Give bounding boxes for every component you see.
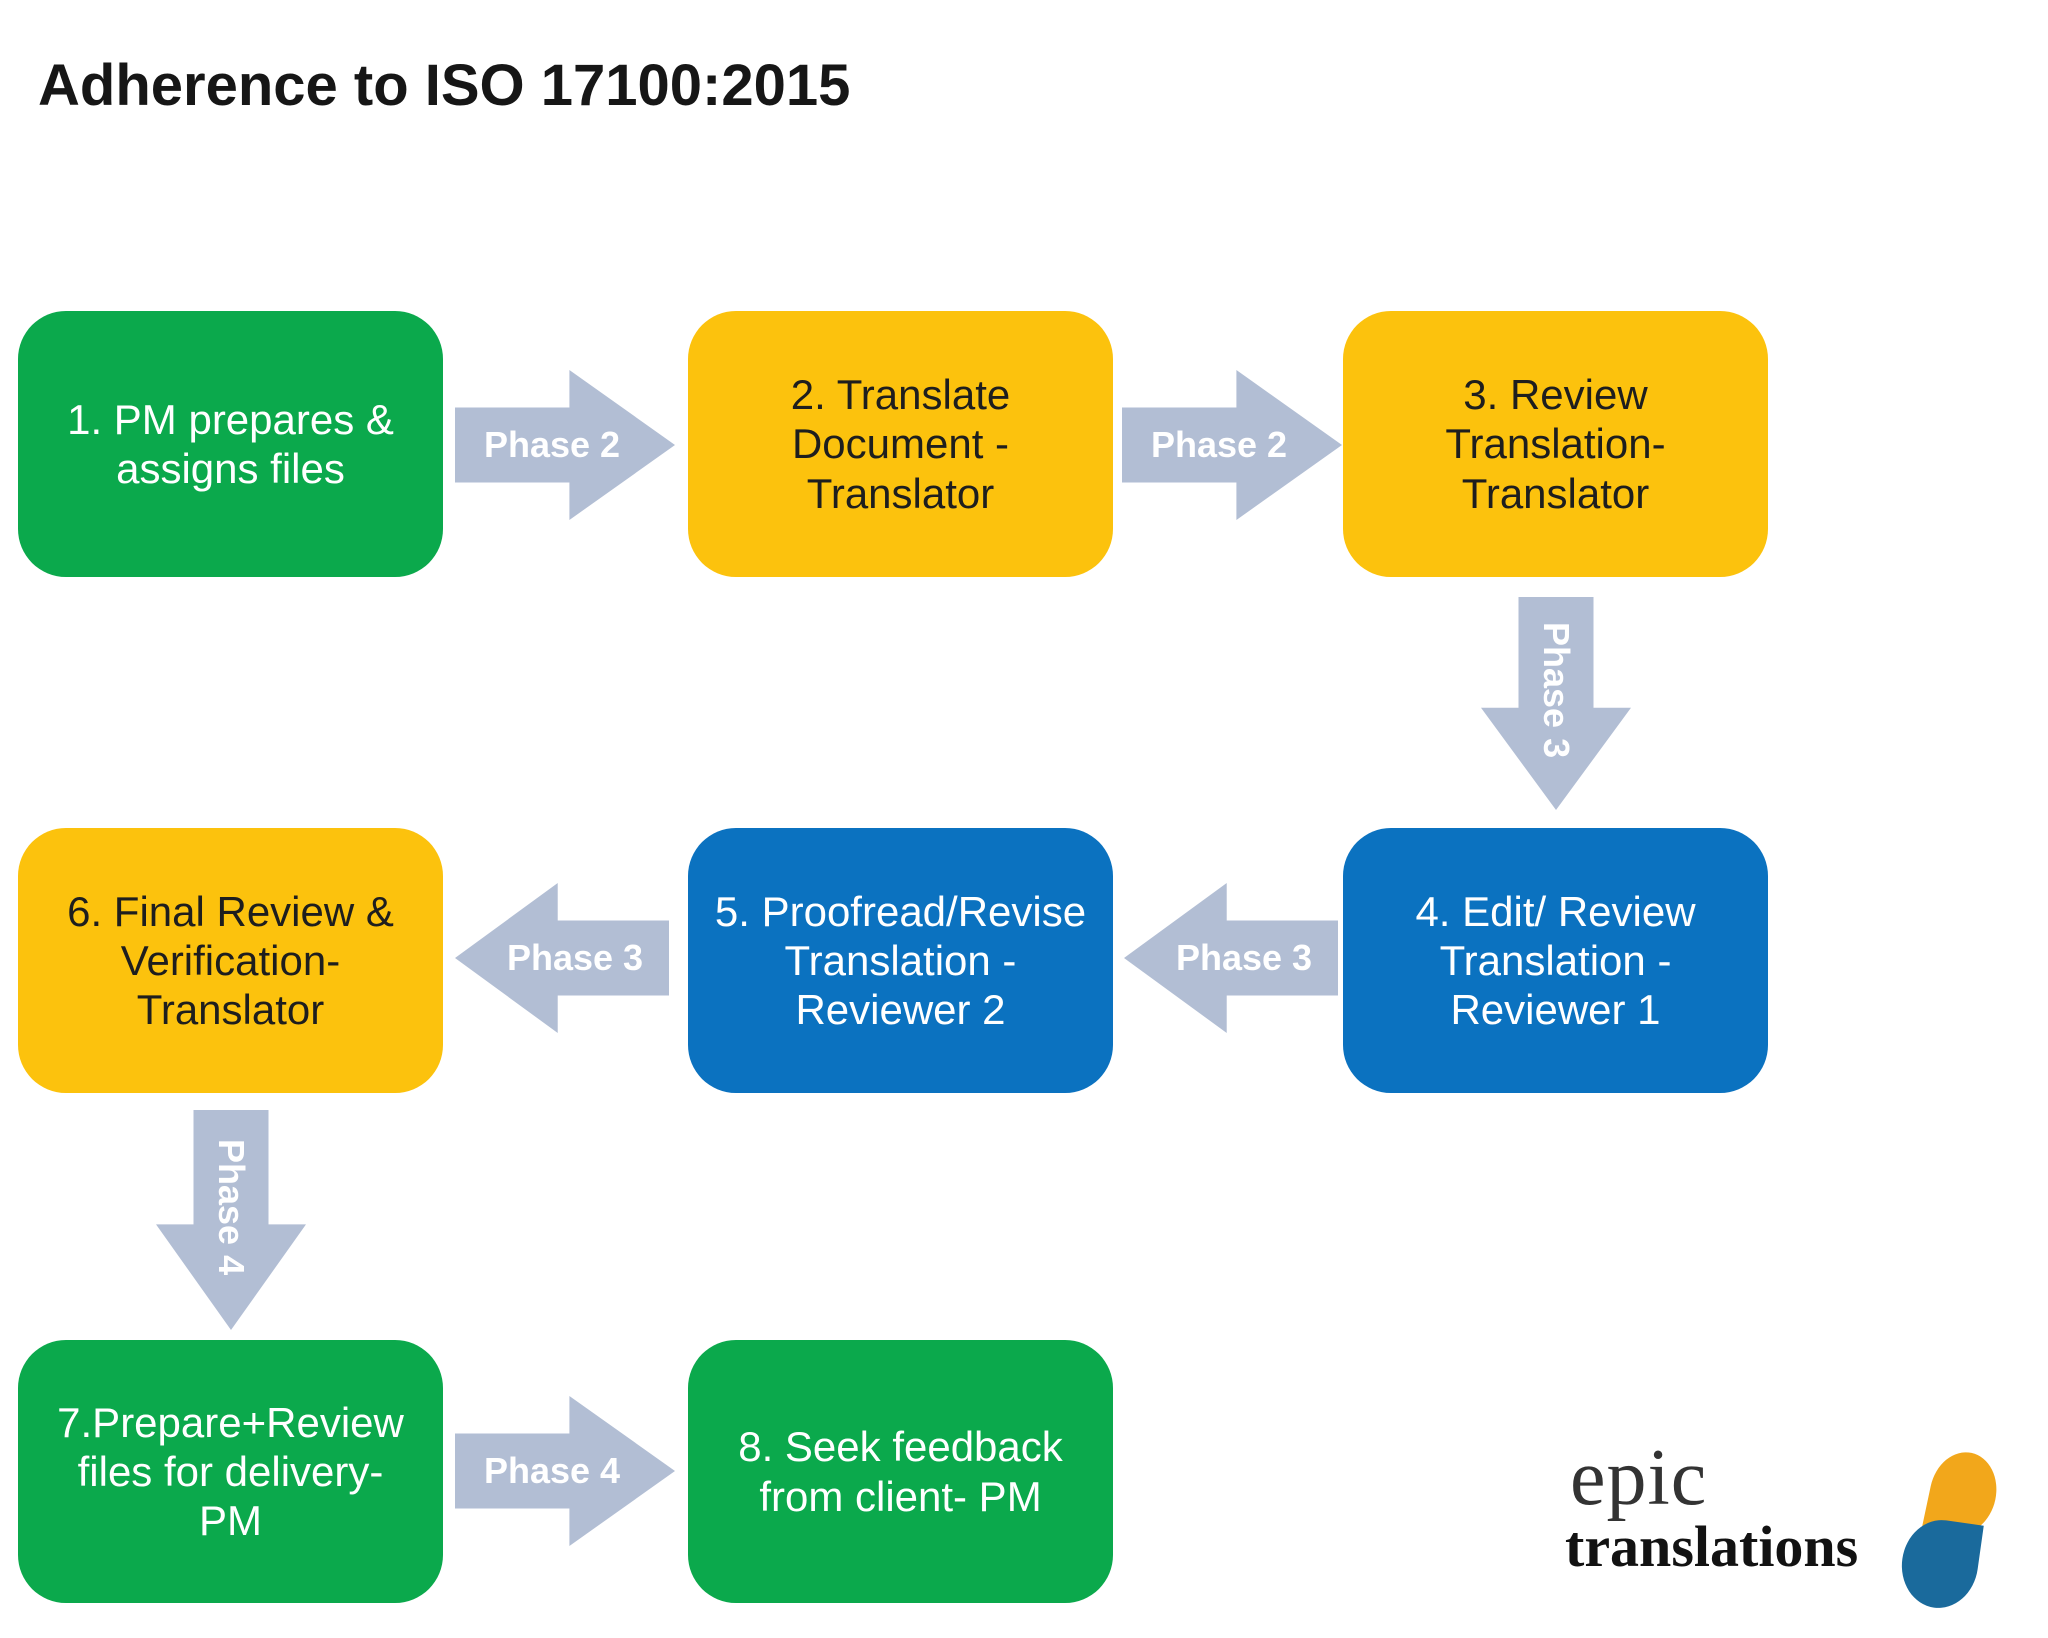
arrow-label: Phase 3 [506,937,644,978]
arrow-phase2-step1-to-step2: Phase 2 [455,370,675,520]
arrow-label: Phase 4 [211,1138,252,1276]
page-title: Adherence to ISO 17100:2015 [38,53,851,118]
flow-step-5-proofread-revise: 5. Proofread/Revise Translation - Review… [688,828,1113,1093]
arrow-label: Phase 3 [1536,622,1577,759]
flow-step-4-edit-review: 4. Edit/ Review Translation - Reviewer 1 [1343,828,1768,1093]
arrow-label: Phase 2 [1150,424,1288,465]
arrow-phase4-step7-to-step8: Phase 4 [455,1396,675,1546]
flow-step-6-final-review: 6. Final Review & Verification- Translat… [18,828,443,1093]
flow-step-2-translate-document: 2. Translate Document - Translator [688,311,1113,577]
arrow-label: Phase 4 [483,1450,621,1491]
logo-blue-drop-icon [1896,1515,1984,1613]
arrow-label: Phase 2 [483,424,621,465]
arrow-phase3-step3-to-step4: Phase 3 [1481,597,1631,810]
arrow-phase4-step6-to-step7: Phase 4 [156,1110,306,1330]
arrow-phase3-step5-to-step6: Phase 3 [455,883,669,1033]
flow-step-8-seek-feedback: 8. Seek feedback from client- PM [688,1340,1113,1603]
logo-wordmark-epic: epic [1570,1434,1708,1522]
arrow-label: Phase 3 [1175,937,1313,978]
logo-wordmark-translations: translations [1565,1514,1859,1579]
arrow-phase3-step4-to-step5: Phase 3 [1124,883,1338,1033]
arrow-phase2-step2-to-step3: Phase 2 [1122,370,1342,520]
flow-step-1-pm-prepares: 1. PM prepares & assigns files [18,311,443,577]
flow-step-3-review-translation: 3. Review Translation- Translator [1343,311,1768,577]
flow-step-7-prepare-delivery: 7.Prepare+Review files for delivery- PM [18,1340,443,1603]
